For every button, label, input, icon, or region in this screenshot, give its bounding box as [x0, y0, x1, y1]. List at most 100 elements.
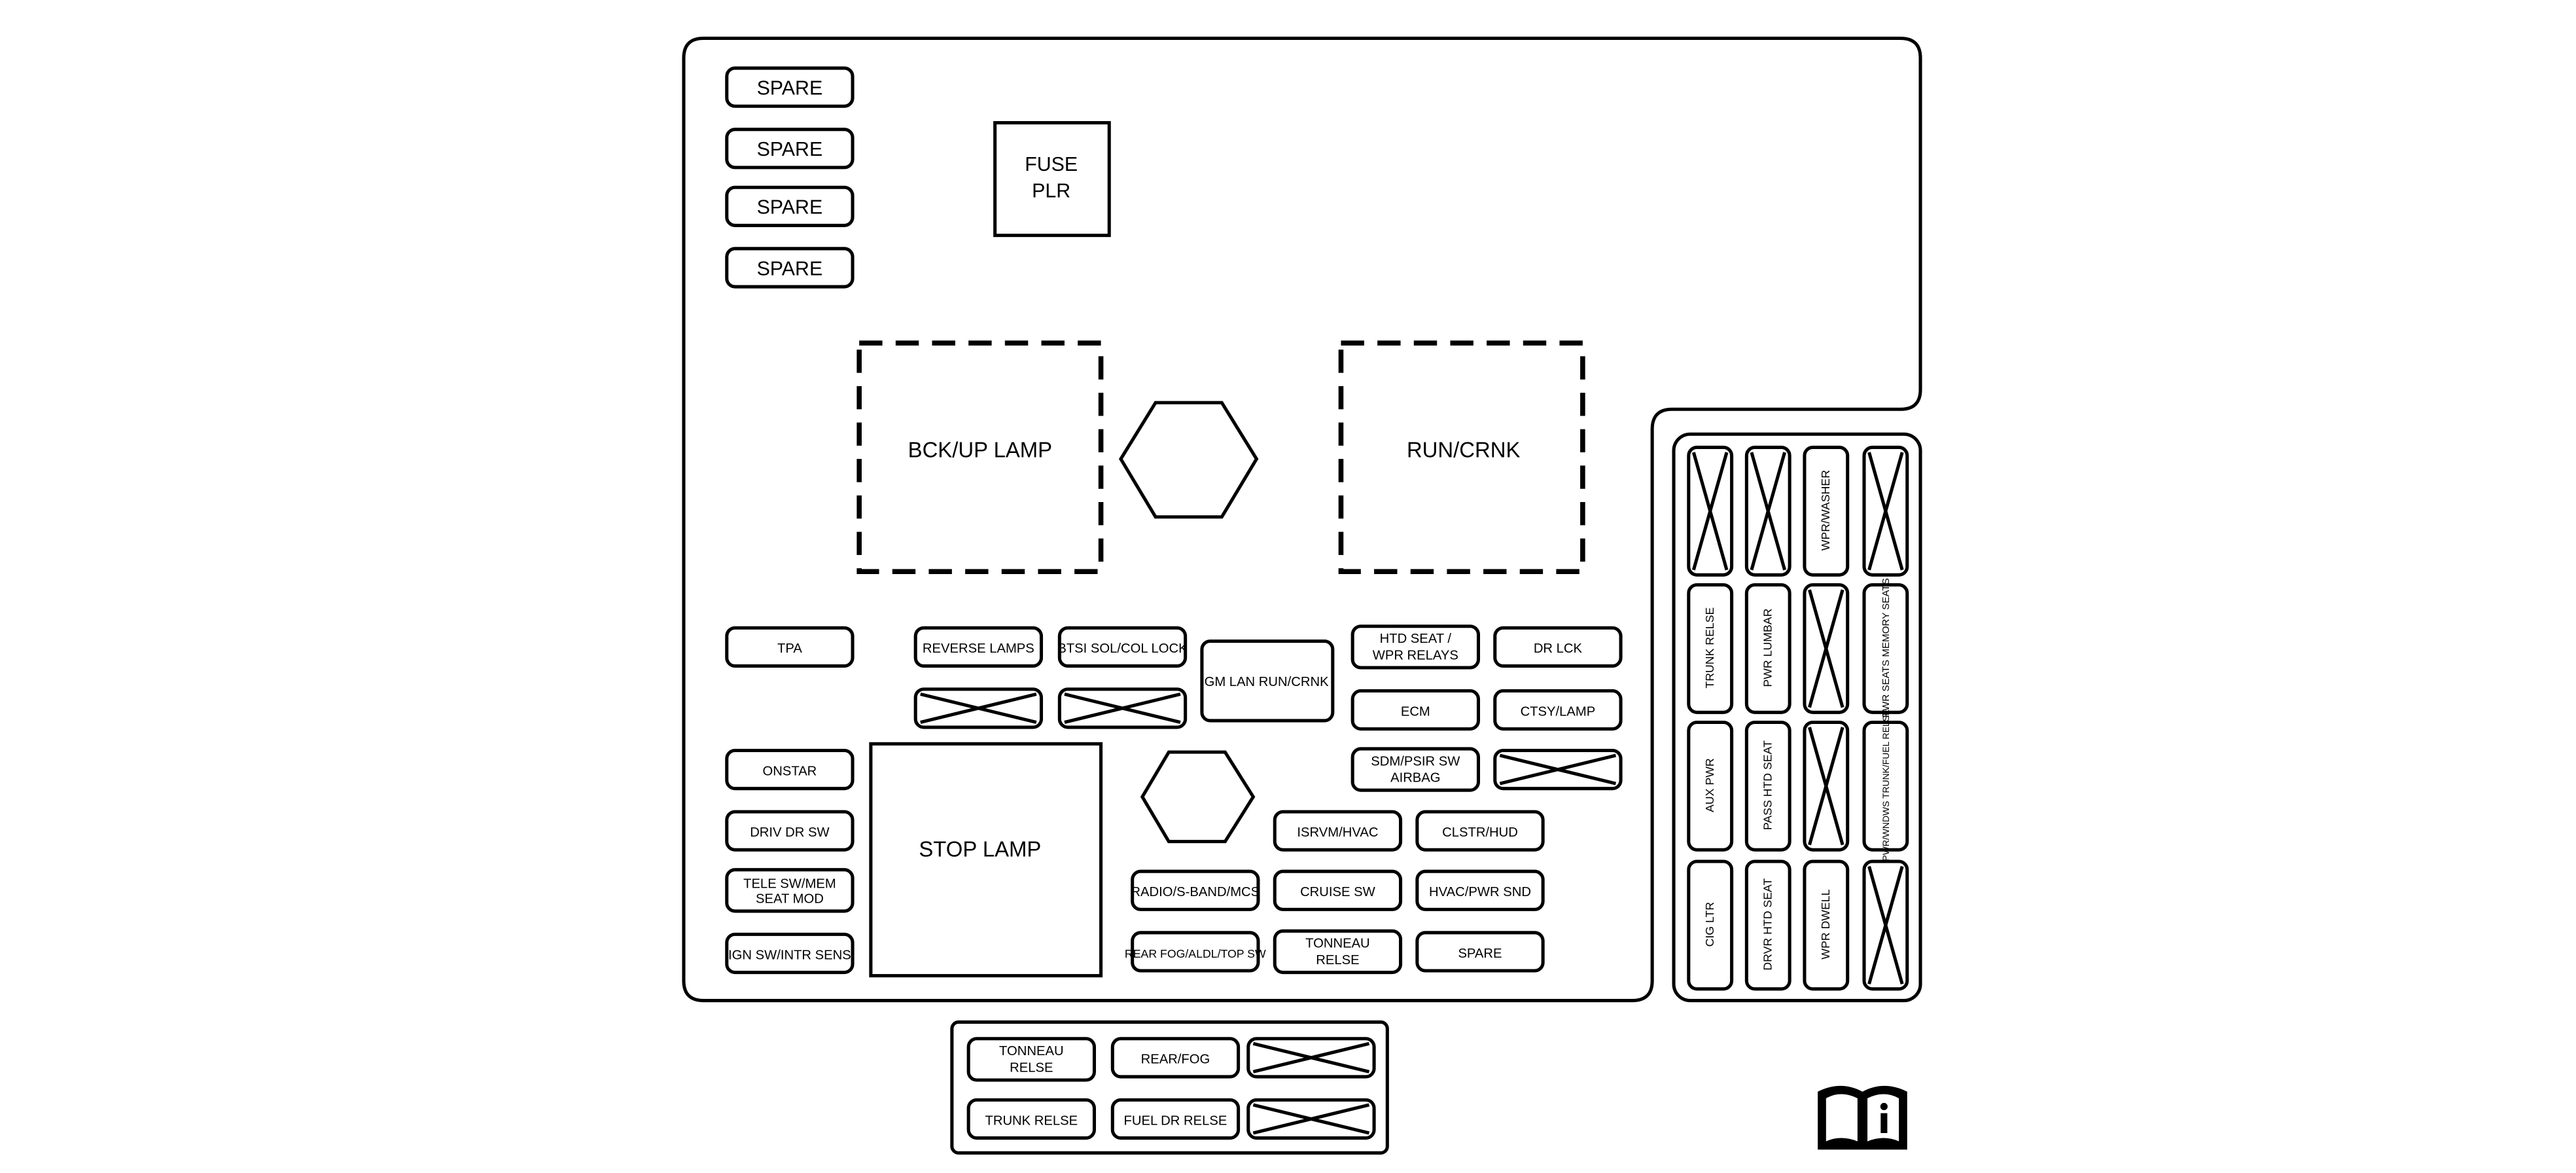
- right-fuse-block-outline: [1672, 432, 1922, 1003]
- fuse-drvr-htd-seat-label: DRVR HTD SEAT: [1761, 878, 1774, 970]
- fuse-tonneau-relse: [966, 1037, 1096, 1082]
- empty-slot-cross: [1867, 865, 1904, 984]
- fuse-driv-dr-sw: [725, 810, 855, 852]
- fuse-puller-label: PLR: [1032, 180, 1070, 202]
- fuse-empty: [1744, 445, 1791, 577]
- fuse-tonneau-relse-label: TONNEAU: [999, 1044, 1064, 1058]
- hexagon-stud: [1118, 401, 1259, 519]
- relay-backup-lamp: [856, 340, 1104, 575]
- fuse-rear-fog-label: REAR/FOG: [1141, 1053, 1210, 1067]
- empty-slot-cross: [1252, 1041, 1370, 1074]
- fuse-aux-pwr-label: AUX PWR: [1703, 758, 1716, 812]
- empty-slot-cross: [1064, 693, 1181, 724]
- fuse-cig-ltr: [1687, 859, 1734, 991]
- spare-label: SPARE: [757, 78, 823, 99]
- fuse-gmlan: [1200, 639, 1335, 723]
- fuse-drvr-htd-seat: [1744, 859, 1791, 991]
- fuse-wpr-washer: [1803, 445, 1850, 577]
- fuse-pass-htd-seat-label: PASS HTD SEAT: [1761, 740, 1774, 830]
- fuse-fuel-dr-relse: [1110, 1098, 1241, 1140]
- fuse-radio: [1131, 869, 1260, 911]
- fuse-pwr-lumbar: [1744, 583, 1791, 714]
- fuse-rear-fog: [1110, 1037, 1241, 1079]
- spare-label: SPARE: [757, 197, 823, 219]
- fuse-tonneau-label: RELSE: [1316, 953, 1359, 967]
- fuse-isrvm-label: ISRVM/HVAC: [1297, 825, 1378, 840]
- fuse-onstar-label: ONSTAR: [762, 764, 817, 778]
- fuse-ecm-label: ECM: [1401, 704, 1430, 719]
- spare-label: SPARE: [757, 139, 823, 160]
- fuse-onstar: [725, 748, 855, 791]
- fuse-clstr-label: CLSTR/HUD: [1442, 825, 1518, 840]
- empty-slot-cross: [1252, 1103, 1370, 1135]
- fuse-empty: [1803, 720, 1850, 852]
- fuse-tpa-label: TPA: [777, 641, 802, 656]
- fuse-hvac-label: HVAC/PWR SND: [1429, 885, 1531, 899]
- fuse-trunk-relse-label: TRUNK RELSE: [1703, 607, 1716, 688]
- fuse-cig-ltr-label: CIG LTR: [1703, 902, 1716, 947]
- fuse-trunk-relse-label: TRUNK RELSE: [985, 1113, 1078, 1128]
- fuse-ctsy-lamp: [1493, 689, 1623, 731]
- fuse-clstr: [1415, 810, 1545, 852]
- fuse-cruise: [1273, 869, 1403, 911]
- fuse-pwr-seats: [1862, 583, 1909, 714]
- fuse-radio-label: RADIO/S-BAND/MCS: [1131, 885, 1260, 899]
- fuse-tonneau-relse-label: RELSE: [1010, 1060, 1053, 1075]
- fuse-tonneau: [1273, 929, 1403, 975]
- empty-slot-cross: [1867, 452, 1904, 571]
- fuse-sdm-label: SDM/PSIR SW: [1371, 754, 1460, 768]
- fuse-htd-seat-label: WPR RELAYS: [1373, 648, 1458, 662]
- fuse-aux-pwr: [1687, 720, 1734, 852]
- fuse-ign-sw-label: IGN SW/INTR SENS: [728, 948, 851, 962]
- fuse-reverse-lamps: [913, 626, 1044, 668]
- fuse-trunk-relse: [1687, 583, 1734, 714]
- fuse-reverse-lamps-label: REVERSE LAMPS: [923, 641, 1034, 656]
- fuse-wpr-washer-label: WPR/WASHER: [1819, 470, 1832, 550]
- fuse-puller-label: FUSE: [1025, 154, 1078, 175]
- fuse-pwr-wndws: [1862, 720, 1909, 852]
- fuse-wpr-dwell: [1803, 859, 1850, 991]
- fuse-wpr-dwell-label: WPR DWELL: [1819, 889, 1832, 959]
- fuse-driv-dr-sw-label: DRIV DR SW: [750, 825, 830, 840]
- fuse-pwr-seats-label: PWR SEATS MEMORY SEATS: [1880, 578, 1892, 717]
- fuse-pwr-wndws-label: PWR/WNDWS TRUNK/FUEL RELSE: [1880, 710, 1891, 861]
- fuse-cruise-label: CRUISE SW: [1300, 885, 1376, 899]
- fuse-rear-fog: [1131, 931, 1260, 973]
- relay-stop-lamp: [869, 742, 1103, 978]
- spare-fuse: [725, 128, 855, 170]
- book-info-icon: [1818, 1085, 1907, 1150]
- fuse-gmlan-label: GM LAN RUN/CRNK: [1205, 675, 1329, 689]
- fuse-hvac: [1415, 869, 1545, 911]
- fuse-trunk-relse: [966, 1098, 1096, 1140]
- fuse-empty: [1246, 1098, 1376, 1140]
- fuse-tele-sw-label: TELE SW/MEM: [743, 876, 836, 891]
- bottom-fuse-block-outline: [950, 1020, 1389, 1155]
- fuse-sdm: [1350, 747, 1481, 792]
- fuse-btsi: [1057, 626, 1188, 668]
- fuse-rear-fog-label: REAR FOG/ALDL/TOP SW: [1125, 947, 1266, 960]
- spare-label: SPARE: [757, 258, 823, 280]
- fuse-spare: [1415, 931, 1545, 973]
- fuse-pass-htd-seat: [1744, 720, 1791, 852]
- fuse-puller: [993, 121, 1111, 238]
- fuse-sdm-label: AIRBAG: [1390, 771, 1440, 785]
- spare-fuse: [725, 247, 855, 289]
- relay-run-crank: [1338, 340, 1585, 575]
- fuse-dr-lck: [1493, 626, 1623, 668]
- fuse-empty: [1803, 583, 1850, 714]
- spare-fuse: [725, 66, 855, 108]
- fuse-empty: [1687, 445, 1734, 577]
- fuse-empty: [1246, 1037, 1376, 1079]
- fuse-ctsy-lamp-label: CTSY/LAMP: [1521, 704, 1596, 719]
- fuse-isrvm: [1273, 810, 1403, 852]
- main-fuse-block-outline: [682, 36, 1922, 1003]
- fuse-ecm: [1350, 689, 1481, 731]
- fuse-pwr-lumbar-label: PWR LUMBAR: [1761, 609, 1774, 687]
- fuse-ign-sw: [725, 932, 855, 975]
- empty-slot-cross: [920, 693, 1037, 724]
- fuse-tpa: [725, 626, 855, 668]
- fuse-empty: [913, 687, 1044, 729]
- fuse-empty: [1862, 445, 1909, 577]
- fuse-spare-label: SPARE: [1458, 947, 1502, 961]
